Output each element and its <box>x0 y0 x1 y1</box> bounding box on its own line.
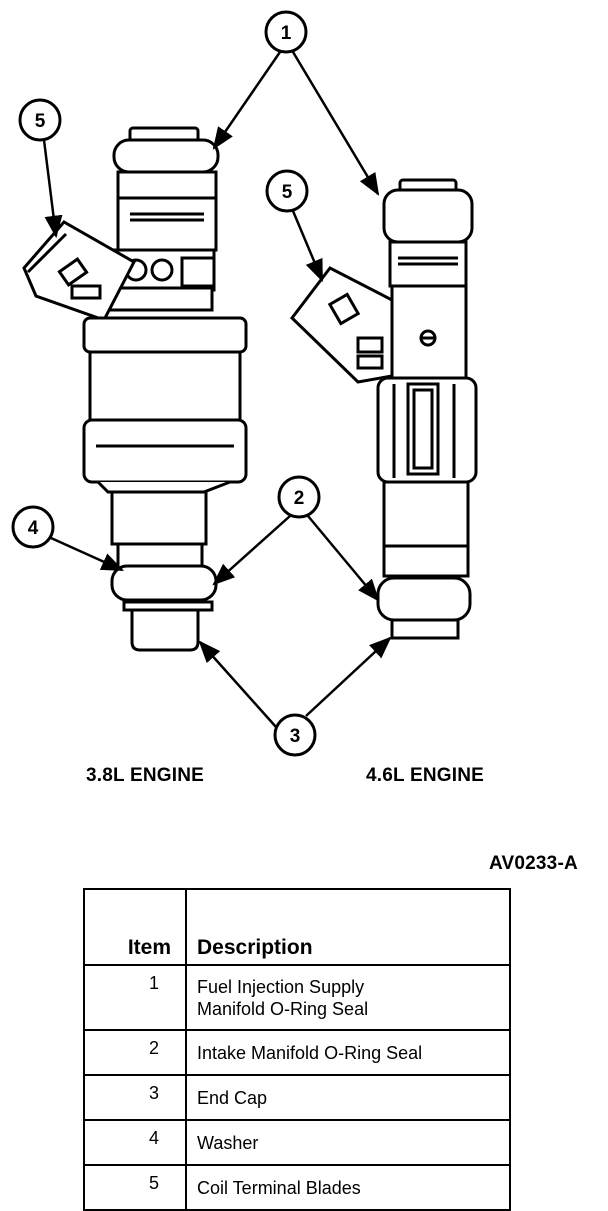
callout-circle-2 <box>277 475 321 519</box>
row-item: 4 <box>83 1119 187 1166</box>
callout-circle-1 <box>264 10 308 54</box>
callout-number-3: 3 <box>290 726 301 747</box>
table-header-row: Item Description <box>83 888 511 966</box>
callout-circle-3 <box>273 713 317 757</box>
callout-number-2: 2 <box>294 488 305 509</box>
row-description: End Cap <box>185 1074 511 1121</box>
callout-number-5-right: 5 <box>282 182 293 203</box>
fuel-injector-diagram: 1 5 5 2 4 3 <box>11 10 478 757</box>
leader-5-left <box>42 139 63 239</box>
callout-circle-5-right <box>265 169 309 213</box>
callout-number-1: 1 <box>281 23 292 44</box>
header-description: Description <box>185 888 511 966</box>
callout-number-4: 4 <box>28 518 39 539</box>
row-description: Washer <box>185 1119 511 1166</box>
injector-4-6l <box>290 178 478 640</box>
row-description: Coil Terminal Blades <box>185 1164 511 1211</box>
header-item: Item <box>83 888 187 966</box>
callout-number-5-left: 5 <box>35 111 46 132</box>
engine-label-4-6l: 4.6L ENGINE <box>366 765 484 786</box>
engine-label-3-8l: 3.8L ENGINE <box>86 765 204 786</box>
leader-4 <box>50 536 125 572</box>
callout-circle-4 <box>11 505 55 549</box>
leader-5-right <box>291 210 324 283</box>
table-row: 1 Fuel Injection Supply Manifold O-Ring … <box>83 964 511 1031</box>
row-item: 1 <box>83 964 187 1031</box>
row-item: 2 <box>83 1029 187 1076</box>
leader-3-left <box>198 640 277 728</box>
row-item: 3 <box>83 1074 187 1121</box>
leader-2-left <box>212 515 291 586</box>
row-item: 5 <box>83 1164 187 1211</box>
table-row: 4 Washer <box>83 1119 511 1166</box>
table-row: 3 End Cap <box>83 1074 511 1121</box>
figure-code: AV0233-A <box>489 853 578 874</box>
table-row: 5 Coil Terminal Blades <box>83 1164 511 1211</box>
row-description: Fuel Injection Supply Manifold O-Ring Se… <box>185 964 511 1031</box>
row-description: Intake Manifold O-Ring Seal <box>185 1029 511 1076</box>
injector-3-8l <box>22 126 248 652</box>
leader-1-left <box>212 51 282 150</box>
leader-1-right <box>291 51 380 196</box>
row-description-line: Fuel Injection Supply <box>197 976 365 997</box>
row-description-line: Manifold O-Ring Seal <box>197 998 369 1019</box>
table-row: 2 Intake Manifold O-Ring Seal <box>83 1029 511 1076</box>
callout-circle-5-left <box>18 98 62 142</box>
leader-3-right <box>305 636 392 717</box>
legend-table: Item Description 1 Fuel Injection Supply… <box>83 888 511 1211</box>
leader-2-right <box>307 515 380 602</box>
